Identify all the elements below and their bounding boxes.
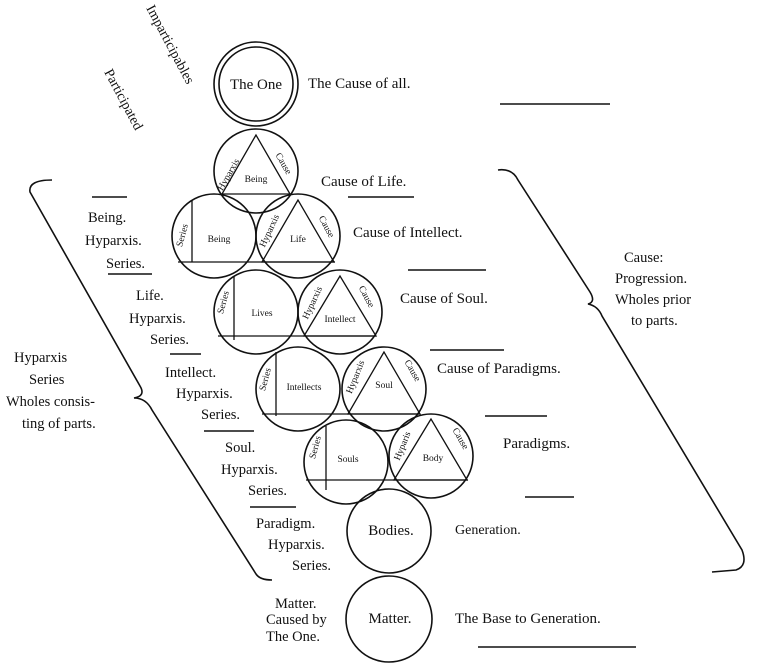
base-to-generation-label: The Base to Generation. <box>455 611 601 627</box>
lives-label: Lives <box>251 309 272 319</box>
brace-label-line: Wholes consis- <box>6 394 95 410</box>
left-label-line: Intellect. <box>165 365 216 381</box>
bodies-node: Bodies. <box>346 488 432 574</box>
beings-label: Being <box>208 235 231 245</box>
brace-label-line: Cause: <box>624 250 663 266</box>
being-label: Being <box>245 175 268 185</box>
left-label-line: Caused by <box>266 612 328 628</box>
left-label-life: Life. Hyparxis. Series. <box>129 288 201 355</box>
brace-label-line: Wholes prior <box>615 292 691 308</box>
body-label: Body <box>423 454 444 464</box>
series-label: Series <box>175 223 191 248</box>
left-label-line: Series. <box>248 483 287 499</box>
cause-of-intellect-label: Cause of Intellect. <box>353 225 463 241</box>
being-series-node: Series Being <box>171 193 257 279</box>
hyparxis-label: Hyparxis <box>258 213 282 249</box>
soul-label: Soul <box>375 381 393 391</box>
left-label-line: Hyparxis. <box>268 537 325 553</box>
left-label-being: Being. Hyparxis. Series. <box>85 196 152 275</box>
left-label-line: The One. <box>266 629 320 645</box>
intellects-series-node: Series Intellects <box>255 346 341 432</box>
cause-label: Cause <box>273 151 293 176</box>
generation-label: Generation. <box>455 523 521 538</box>
left-brace <box>29 179 273 581</box>
matter-label: Matter. <box>369 611 412 627</box>
left-label-line: Series. <box>201 407 240 423</box>
brace-label-line: Hyparxis <box>14 350 68 366</box>
brace-label-line: to parts. <box>631 313 678 329</box>
left-label-paradigm: Paradigm. Hyparxis. Series. <box>256 516 331 574</box>
left-label-line: Paradigm. <box>256 516 315 532</box>
souls-label: Souls <box>337 455 358 465</box>
cause-of-paradigms-label: Cause of Paradigms. <box>437 361 561 377</box>
left-label-line: Soul. <box>225 440 255 456</box>
the-one-label: The One <box>230 77 282 93</box>
left-label-soul: Soul. Hyparxis. Series. <box>221 440 296 508</box>
hyparxis-label: Hyparxis <box>216 157 242 192</box>
body-cause-node: Hyparis Cause Body <box>388 413 474 499</box>
left-label-line: Life. <box>136 288 164 304</box>
left-label-line: Series. <box>106 256 145 272</box>
cause-label: Cause <box>402 358 422 383</box>
the-one-node: The One <box>213 41 299 127</box>
left-label-line: Matter. <box>275 596 316 612</box>
brace-label-line: Progression. <box>615 271 687 287</box>
intellect-label: Intellect <box>324 315 355 325</box>
left-label-matter: Matter. Caused by The One. <box>266 596 328 645</box>
intellects-label: Intellects <box>287 383 322 393</box>
left-label-line: Series. <box>150 332 189 348</box>
left-label-line: Hyparxis. <box>85 233 142 249</box>
left-label-line: Hyparxis. <box>129 311 186 327</box>
paradigms-label: Paradigms. <box>503 436 570 452</box>
hyparis-label: Hyparis <box>393 430 414 462</box>
being-cause-node: Hyparxis Cause Being <box>213 128 299 214</box>
cause-of-soul-label: Cause of Soul. <box>400 291 488 307</box>
brace-label-line: ting of parts. <box>22 416 96 432</box>
cause-label: Cause <box>356 284 376 309</box>
left-label-line: Hyparxis. <box>221 462 278 478</box>
right-brace <box>497 168 745 573</box>
left-label-line: Hyparxis. <box>176 386 233 402</box>
cause-of-life-label: Cause of Life. <box>321 174 406 190</box>
lives-series-node: Series Lives <box>213 269 299 355</box>
life-label: Life <box>290 234 306 245</box>
left-brace-label: Hyparxis Series Wholes consis- ting of p… <box>6 350 96 432</box>
participated-label: Participated <box>100 67 145 133</box>
left-label-line: Being. <box>88 210 126 226</box>
cause-label: Cause <box>450 426 470 451</box>
matter-node: Matter. <box>345 575 433 663</box>
intellect-cause-node: Hyparxis Cause Intellect <box>297 269 383 355</box>
bodies-label: Bodies. <box>368 523 413 539</box>
imparticipables-label: Imparticipables <box>142 3 196 87</box>
right-brace-label: Cause: Progression. Wholes prior to part… <box>615 250 691 329</box>
cause-of-all-label: The Cause of all. <box>308 76 410 92</box>
brace-label-line: Series <box>29 372 65 388</box>
left-label-intellect: Intellect. Hyparxis. Series. <box>165 365 254 432</box>
life-cause-node: Hyparxis Cause Life <box>255 193 341 279</box>
left-label-line: Series. <box>292 558 331 574</box>
hyparxis-label: Hyparxis <box>345 359 367 395</box>
